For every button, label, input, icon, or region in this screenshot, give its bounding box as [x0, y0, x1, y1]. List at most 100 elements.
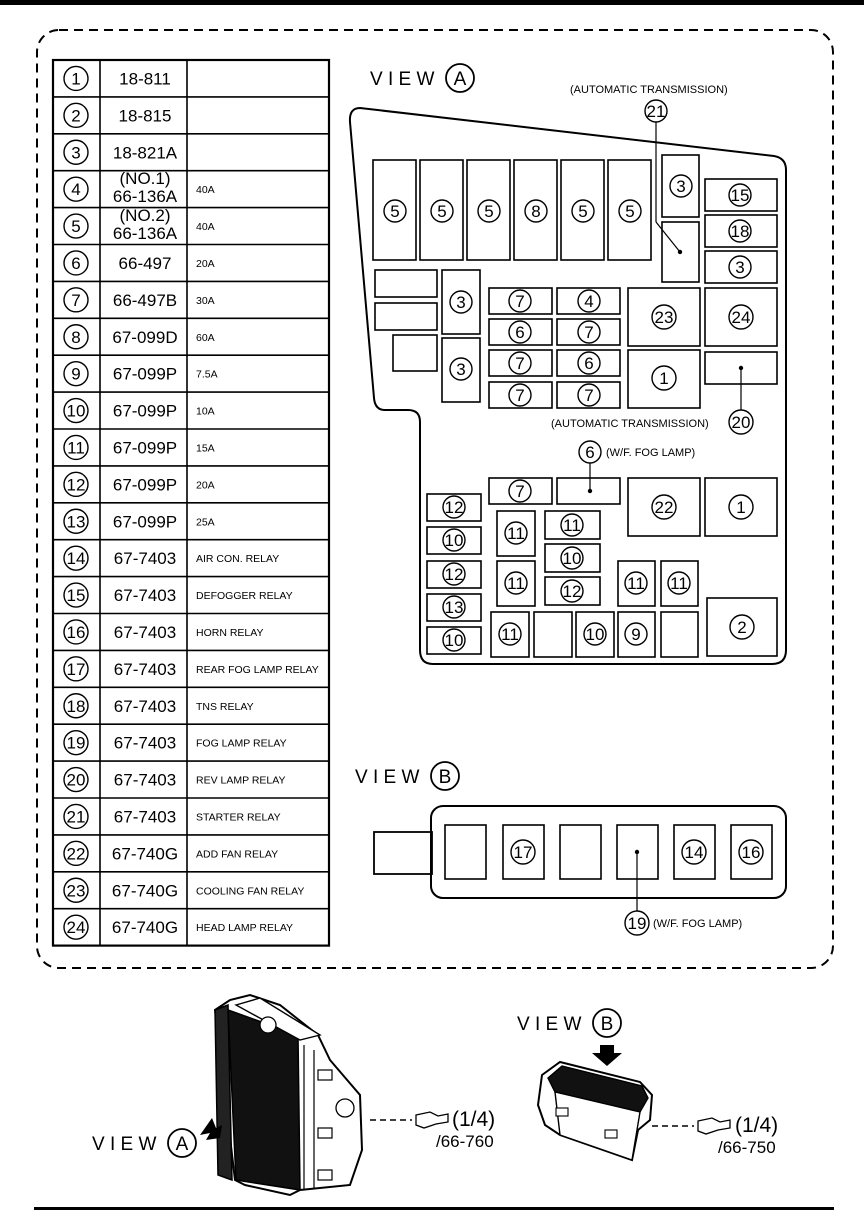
- row-number: 9: [71, 365, 80, 384]
- row-number: 4: [71, 180, 80, 199]
- callout-number: 10: [586, 625, 605, 644]
- callout-number: 6: [584, 354, 593, 373]
- row-number: 5: [71, 217, 80, 236]
- callout-number: 10: [445, 631, 464, 650]
- dashed-frame: [36, 29, 834, 969]
- part-number: 67-740G: [112, 918, 178, 937]
- part-description: REAR FOG LAMP RELAY: [196, 664, 319, 676]
- fuse-slot: [607, 159, 652, 261]
- part-number: 67-099D: [112, 328, 177, 347]
- row-number-circle: [63, 176, 89, 202]
- part-description: 10A: [196, 406, 215, 418]
- row-number-circle: [63, 840, 89, 867]
- callout-number: 1: [736, 498, 745, 517]
- view-a-bottom-circle: [167, 1128, 197, 1158]
- callout-number: 14: [685, 843, 704, 862]
- callout-number: 11: [501, 625, 519, 644]
- fog-row-slots: 7 22 1: [488, 477, 778, 537]
- view-a-bottom-word: V I E W: [92, 1134, 156, 1155]
- view-b-bottom-circle: [592, 1008, 622, 1038]
- row-number: 23: [67, 881, 86, 900]
- callout-number: 22: [655, 498, 674, 517]
- callout-number: 20: [732, 413, 751, 432]
- part-description: REV LAMP RELAY: [196, 775, 285, 787]
- unit-a-illustration: [200, 993, 364, 1197]
- row-number-circle: [63, 729, 89, 756]
- part-description: TNS RELAY: [196, 701, 254, 713]
- row-number-circle: [63, 914, 89, 940]
- row-number: 1: [71, 69, 80, 88]
- ref-a: /66-760: [436, 1132, 494, 1151]
- callout-number: 3: [676, 177, 685, 196]
- row-number: 10: [67, 402, 86, 421]
- part-description: 40A: [196, 221, 215, 233]
- pointer-b: (1/4) /66-750: [652, 1114, 778, 1157]
- callout-number: 3: [735, 258, 744, 277]
- callout-number: 16: [742, 843, 761, 862]
- top-fuse-row: 5 5 5 8 5 5: [372, 159, 652, 261]
- callout-number: 1: [659, 369, 668, 388]
- part-description: 40A: [196, 184, 215, 196]
- part-number: 67-099P: [113, 475, 177, 494]
- row-number-circle: [63, 139, 89, 165]
- auto-trans-label-bottom: (AUTOMATIC TRANSMISSION): [551, 418, 709, 430]
- part-number: 18-815: [119, 106, 172, 125]
- callout-number: 5: [625, 202, 634, 221]
- row-number: 18: [67, 697, 86, 716]
- row-number-circle: [63, 65, 89, 92]
- callout-number: 9: [631, 625, 640, 644]
- row-number: 3: [71, 143, 80, 162]
- part-number: 67-099P: [113, 365, 177, 384]
- part-description: 30A: [196, 295, 215, 307]
- callout-number: 12: [445, 498, 464, 517]
- view-b-heading: V I E W B: [355, 761, 460, 791]
- callout-number: 8: [531, 202, 540, 221]
- part-description: COOLING FAN RELAY: [196, 885, 304, 897]
- callout-number: 4: [584, 292, 593, 311]
- callout-number: 11: [507, 524, 525, 543]
- middle-fuse-grid: 7 4 6 7 7 6 7 7: [488, 287, 621, 409]
- callout-number: 7: [515, 354, 524, 373]
- unit-b-illustration: [536, 1060, 654, 1162]
- callout-circle: [430, 199, 454, 223]
- middle-left-slots: 3 3: [374, 269, 481, 403]
- callout-number: 21: [647, 102, 666, 121]
- part-number: 67-7403: [114, 660, 176, 679]
- view-a-letter: A: [454, 69, 467, 90]
- part-description: FOG LAMP RELAY: [196, 738, 287, 750]
- part-description: 7.5A: [196, 369, 218, 381]
- fog-lamp-fuse-6: 6 (W/F. FOG LAMP): [578, 440, 695, 491]
- row-number-circle: [63, 582, 89, 608]
- part-number: 66-497B: [113, 291, 177, 310]
- row-number: 2: [71, 106, 80, 125]
- row-number: 16: [67, 623, 86, 642]
- fuse-slot: [560, 159, 605, 261]
- view-b-word: V I E W: [355, 767, 419, 788]
- callout-number: 7: [515, 292, 524, 311]
- callout-circle: [383, 199, 407, 223]
- part-number: 67-740G: [112, 881, 178, 900]
- callout-number: 3: [456, 360, 465, 379]
- callout-circle: [477, 199, 501, 223]
- row-number-circle: [63, 102, 89, 129]
- automatic-transmission-relay-21: 21: [644, 99, 700, 283]
- view-b-bottom-letter: B: [601, 1014, 614, 1035]
- row-number: 6: [71, 254, 80, 273]
- part-number: 67-7403: [114, 771, 176, 790]
- row-number-circle: [63, 766, 89, 793]
- row-number-circle: [63, 397, 89, 424]
- row-number: 20: [67, 771, 86, 790]
- fog-lamp-label-b: (W/F. FOG LAMP): [653, 918, 742, 930]
- part-number: 67-7403: [114, 586, 176, 605]
- callout-circle: [618, 199, 642, 223]
- callout-number: 11: [563, 516, 581, 535]
- callout-number: 11: [627, 574, 645, 593]
- row-number-circle: [63, 360, 89, 387]
- row-number: 24: [67, 918, 86, 937]
- part-number: 67-099P: [113, 402, 177, 421]
- row-number: 11: [67, 438, 85, 457]
- row-number-circle: [63, 656, 89, 682]
- callout-number: 12: [445, 565, 464, 584]
